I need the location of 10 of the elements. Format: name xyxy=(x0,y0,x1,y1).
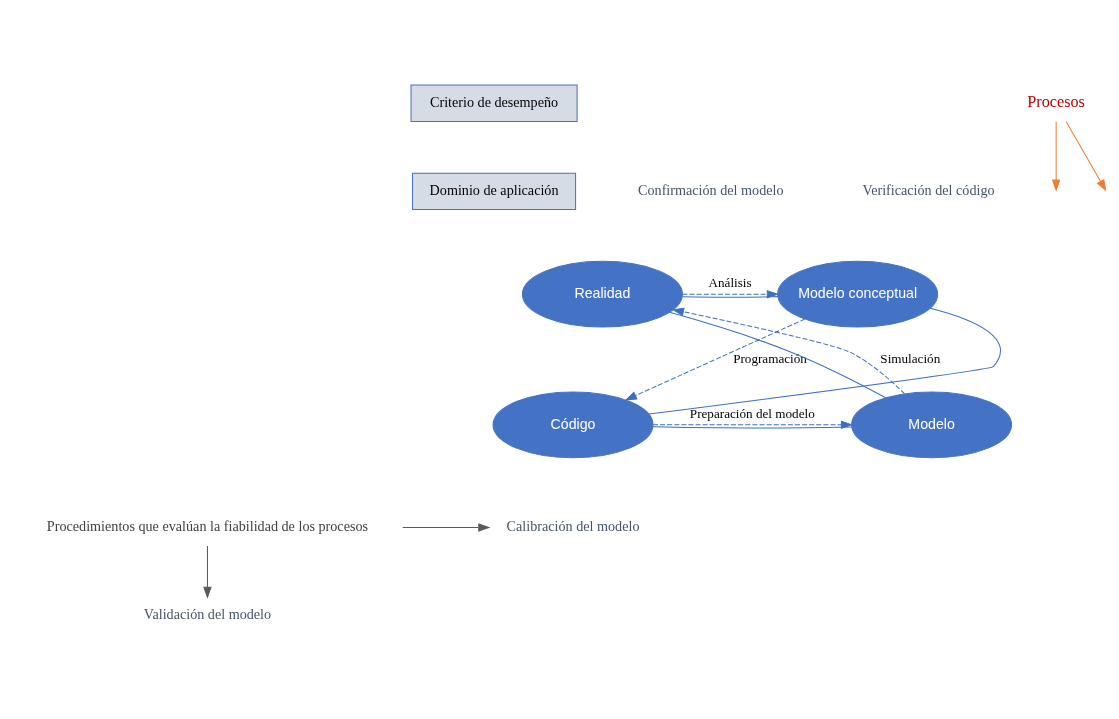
edge-label: Análisis xyxy=(708,275,752,291)
node-text: Procesos xyxy=(1027,93,1085,112)
node-text: Procedimientos que evalúan la fiabilidad de los procesos xyxy=(46,518,369,535)
edge-label: Preparación del modelo xyxy=(689,406,815,422)
node-text: Calibración del modelo xyxy=(506,518,640,535)
edge-label: Simulación xyxy=(880,350,941,366)
label: Confirmación del modelo xyxy=(638,182,784,199)
edge-label: Programación xyxy=(733,350,807,366)
label: Verificación del código xyxy=(862,182,995,199)
node-text: Validación del modelo xyxy=(143,606,272,623)
